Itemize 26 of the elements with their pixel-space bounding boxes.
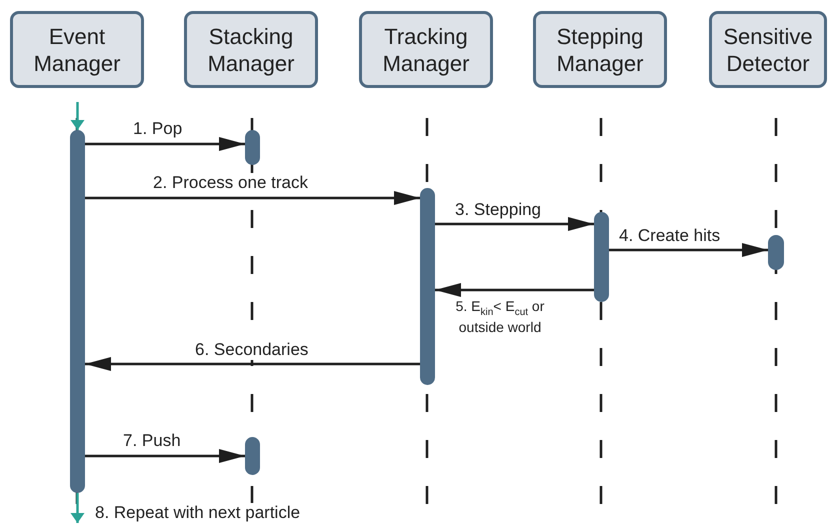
activation-bar [70, 130, 85, 493]
activation-bar [420, 188, 435, 385]
header-text: Tracking Manager [382, 22, 470, 76]
arrow [609, 243, 768, 257]
activation-bar [245, 130, 260, 165]
lifeline-header-box [359, 11, 493, 88]
edge-label: 5. E$_{kin}$< E$_{cut}$ or outside world [454, 299, 546, 335]
arrow [435, 283, 594, 297]
arrow [70, 493, 84, 523]
arrow [85, 191, 420, 205]
arrow [85, 137, 245, 151]
arrow [85, 357, 420, 371]
header-text: Event Manager [32, 22, 122, 76]
arrow [435, 217, 594, 231]
lifeline-header-box [709, 11, 827, 88]
header-text: Stepping Manager [556, 22, 644, 76]
activation-bar [768, 235, 784, 270]
lifeline-header-box [184, 11, 318, 88]
header-text: Sensitive Detector [722, 22, 814, 76]
arrow [70, 102, 84, 130]
activation-bar [245, 437, 260, 475]
lifeline-header-box [10, 11, 144, 88]
arrow [85, 449, 245, 463]
lifeline-header-box [533, 11, 667, 88]
header-text: Stacking Manager [206, 22, 296, 76]
activation-bar [594, 212, 609, 302]
